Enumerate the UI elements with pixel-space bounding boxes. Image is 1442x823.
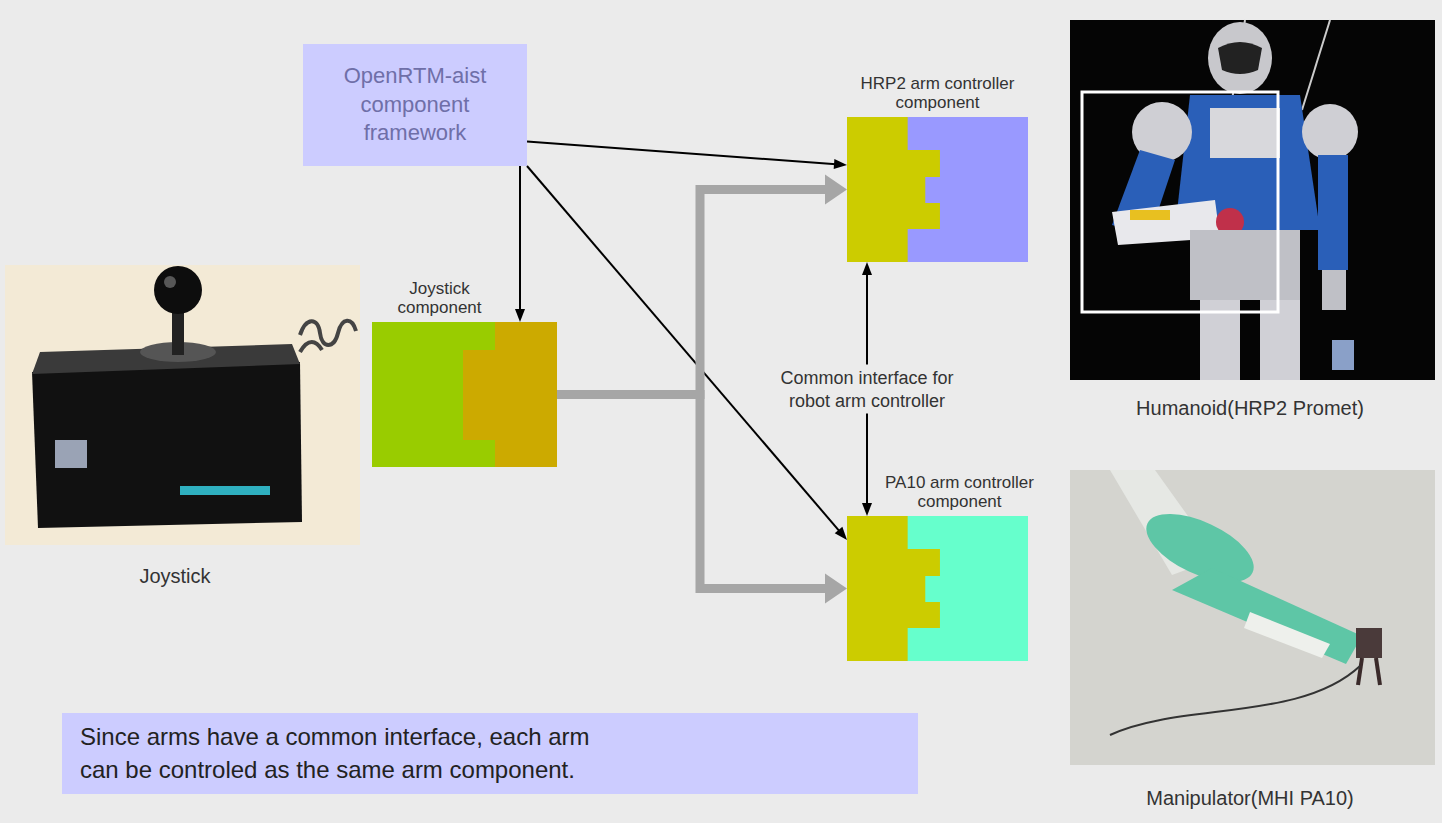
connector-line bbox=[519, 166, 521, 311]
component-box: HRP2 arm controller component bbox=[847, 117, 1028, 262]
note-text: Since arms have a common interface, each… bbox=[80, 721, 615, 786]
connector-line bbox=[527, 166, 840, 532]
photo-caption: Humanoid(HRP2 Promet) bbox=[1136, 397, 1364, 420]
component-heading: Joystick component bbox=[372, 279, 507, 318]
manipulator-photo bbox=[1070, 470, 1435, 765]
connector bbox=[557, 175, 847, 395]
connector-line bbox=[557, 395, 828, 589]
note-box: Since arms have a common interface, each… bbox=[62, 713, 918, 794]
joystick-photo bbox=[5, 265, 360, 545]
connector bbox=[515, 166, 525, 322]
connector-line bbox=[527, 142, 836, 165]
framework-text: OpenRTM-aist component framework bbox=[323, 62, 507, 148]
photo-caption: Manipulator(MHI PA10) bbox=[1146, 787, 1353, 810]
arrow-head bbox=[825, 175, 847, 205]
photo-caption: Joystick bbox=[139, 565, 210, 588]
component-shape bbox=[847, 516, 1028, 661]
arrow-head bbox=[862, 503, 872, 516]
component-shape bbox=[372, 322, 557, 467]
connector bbox=[557, 395, 847, 604]
component-shape bbox=[847, 117, 1028, 262]
connector bbox=[527, 166, 847, 540]
arrow-head bbox=[862, 262, 872, 275]
component-box: Joystick component bbox=[372, 322, 557, 467]
connector bbox=[527, 142, 847, 169]
arrow-head bbox=[834, 159, 847, 169]
connector-label: Common interface for robot arm controlle… bbox=[755, 365, 980, 414]
arrow-head bbox=[515, 309, 525, 322]
component-box: PA10 arm controller component bbox=[847, 516, 1028, 661]
arrow-head bbox=[835, 527, 847, 540]
framework-box: OpenRTM-aist component framework bbox=[303, 44, 527, 166]
component-heading: HRP2 arm controller component bbox=[847, 74, 1028, 113]
arrow-head bbox=[825, 574, 847, 604]
component-heading: PA10 arm controller component bbox=[877, 473, 1042, 512]
humanoid-photo bbox=[1070, 20, 1435, 380]
